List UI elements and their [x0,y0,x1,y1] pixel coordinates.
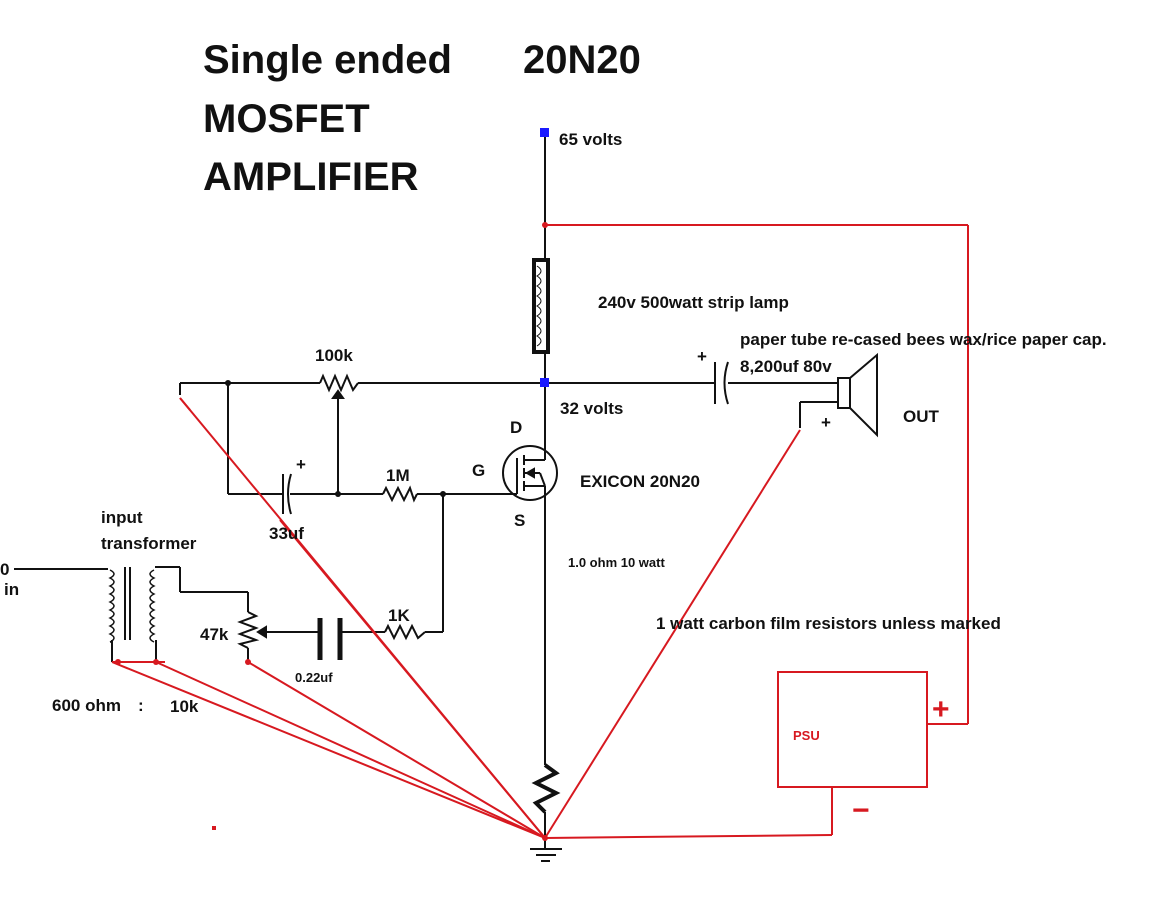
ground-return-wiring [111,224,969,839]
ground-return-dot-3 [153,659,159,665]
speaker-icon [837,352,878,438]
speaker-plus: + [821,413,831,432]
coupling-capacitor [317,618,343,660]
volume-pot-label: 47k [200,625,229,644]
psu-label: PSU [793,728,820,743]
cap-plus-output: + [697,347,707,366]
ground-return-dot-5 [542,835,548,841]
ground-return-dot-2 [115,659,121,665]
input-terminal-label: 0 [0,560,9,579]
bypass-capacitor [282,473,292,515]
feedback-junction-2 [335,491,341,497]
out-label: OUT [903,407,940,426]
output-capacitor [714,361,729,405]
title-part-number: 20N20 [523,38,641,82]
cap-description-label: paper tube re-cased bees wax/rice paper … [740,330,1107,349]
series-resistor-1k [384,623,426,641]
source-label: S [514,511,525,530]
transformer-label-line2: transformer [101,534,197,553]
gate-resistor-1m [382,485,418,503]
stray-mark [212,826,216,830]
title-line3: AMPLIFIER [203,155,419,199]
psu-minus-label: − [852,794,870,827]
feedback-pot-label: 100k [315,346,353,365]
gate-label: G [472,461,485,480]
ground-icon [530,845,562,862]
title-line1: Single ended [203,38,452,82]
source-resistor-label: 1.0 ohm 10 watt [568,555,665,570]
supply-node [540,128,549,137]
coupling-cap-label: 0.22uf [295,670,333,685]
input-transformer [108,567,156,643]
gate-junction [440,491,446,497]
drain-node [540,378,549,387]
volume-pot-47k [237,611,270,649]
ratio-separator: : [138,696,144,715]
cap-value-label: 8,200uf 80v [740,357,832,376]
title-line2: MOSFET [203,97,370,141]
series-resistor-label: 1K [388,606,410,625]
drain-label: D [510,418,522,437]
transformer-label-line1: input [101,508,143,527]
strip-lamp [532,258,550,354]
circuit-wiring [14,133,838,845]
bypass-cap-label: 33uf [269,524,304,543]
lamp-label: 240v 500watt strip lamp [598,293,789,312]
drain-voltage-label: 32 volts [560,399,623,418]
ground-return-dot-1 [542,222,548,228]
primary-impedance-label: 600 ohm [52,696,121,715]
mosfet-label: EXICON 20N20 [580,472,700,491]
psu-plus-label: + [932,693,950,726]
mosfet-20n20 [502,445,558,501]
supply-voltage-label: 65 volts [559,130,622,149]
input-label: in [4,580,19,599]
feedback-junction-1 [225,380,231,386]
feedback-pot-100k [319,373,359,399]
ground-return-dot-4 [245,659,251,665]
secondary-impedance-label: 10k [170,697,199,716]
gate-resistor-label: 1M [386,466,410,485]
cap-plus-bypass: + [296,455,306,474]
source-resistor [531,763,561,814]
resistor-note: 1 watt carbon film resistors unless mark… [656,614,1001,633]
